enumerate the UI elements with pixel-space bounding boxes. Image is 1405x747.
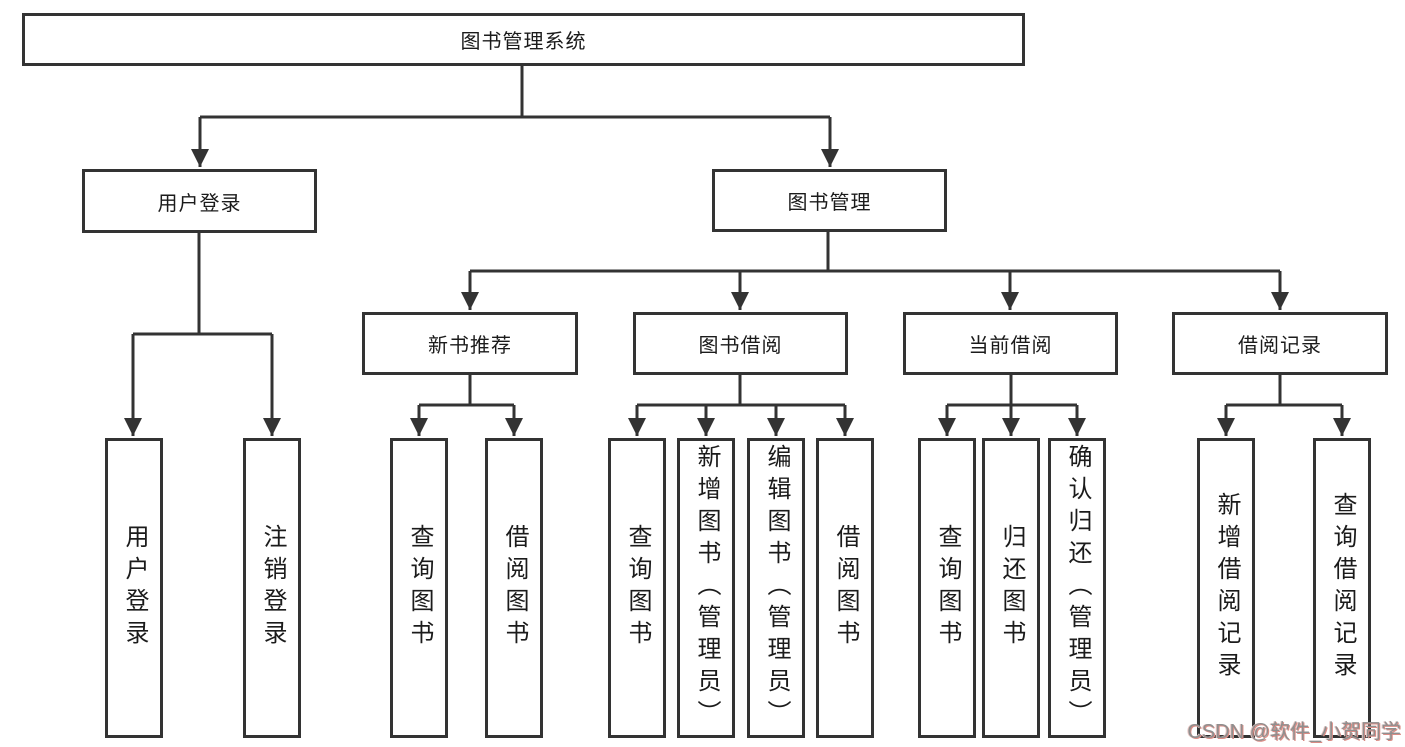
node-edit-books-admin: 编辑图书（管理员） (747, 438, 805, 738)
node-borrowing-records: 借阅记录 (1172, 312, 1388, 375)
node-label: 借阅图书 (832, 524, 859, 652)
node-new-book-recommendation: 新书推荐 (362, 312, 578, 375)
node-label: 用户登录 (121, 524, 148, 652)
node-label: 查询图书 (406, 524, 433, 652)
node-label: 当前借阅 (968, 335, 1053, 357)
node-label: 借阅图书 (501, 524, 528, 652)
node-borrow-books-recommend: 借阅图书 (485, 438, 543, 738)
node-query-books-recommend: 查询图书 (390, 438, 448, 738)
node-label: 确认归还（管理员） (1064, 444, 1091, 732)
node-label: 借阅记录 (1238, 335, 1322, 357)
node-user-login: 用户登录 (82, 169, 317, 233)
node-query-books-current: 查询图书 (918, 438, 976, 738)
node-label: 注销登录 (259, 524, 286, 652)
node-label: 查询图书 (934, 524, 961, 652)
node-book-management: 图书管理 (712, 169, 947, 232)
node-label: 图书借阅 (698, 335, 783, 357)
node-label: 编辑图书（管理员） (763, 444, 790, 732)
node-current-borrowing: 当前借阅 (903, 312, 1118, 375)
node-query-borrow-record: 查询借阅记录 (1313, 438, 1371, 738)
node-label: 图书管理系统 (460, 31, 587, 53)
node-label: 用户登录 (157, 192, 242, 215)
node-logout-login: 注销登录 (243, 438, 301, 738)
node-return-books: 归还图书 (982, 438, 1040, 738)
node-label: 图书管理 (787, 192, 872, 214)
csdn-watermark: CSDN @软件_小贺同学 (1187, 721, 1401, 743)
node-add-borrow-record: 新增借阅记录 (1197, 438, 1255, 738)
node-label: 新增图书（管理员） (693, 444, 720, 732)
node-library-management-system: 图书管理系统 (22, 13, 1025, 66)
node-label: 查询借阅记录 (1329, 492, 1356, 684)
node-confirm-return-admin: 确认归还（管理员） (1048, 438, 1106, 738)
node-label: 查询图书 (624, 524, 651, 652)
node-label: 新增借阅记录 (1213, 492, 1240, 684)
node-label: 新书推荐 (428, 335, 512, 357)
node-query-books-borrowing: 查询图书 (608, 438, 666, 738)
node-book-borrowing: 图书借阅 (633, 312, 848, 375)
node-label: 归还图书 (998, 524, 1025, 652)
node-add-books-admin: 新增图书（管理员） (677, 438, 735, 738)
node-borrow-books-borrowing: 借阅图书 (816, 438, 874, 738)
node-user-login-leaf: 用户登录 (105, 438, 163, 738)
